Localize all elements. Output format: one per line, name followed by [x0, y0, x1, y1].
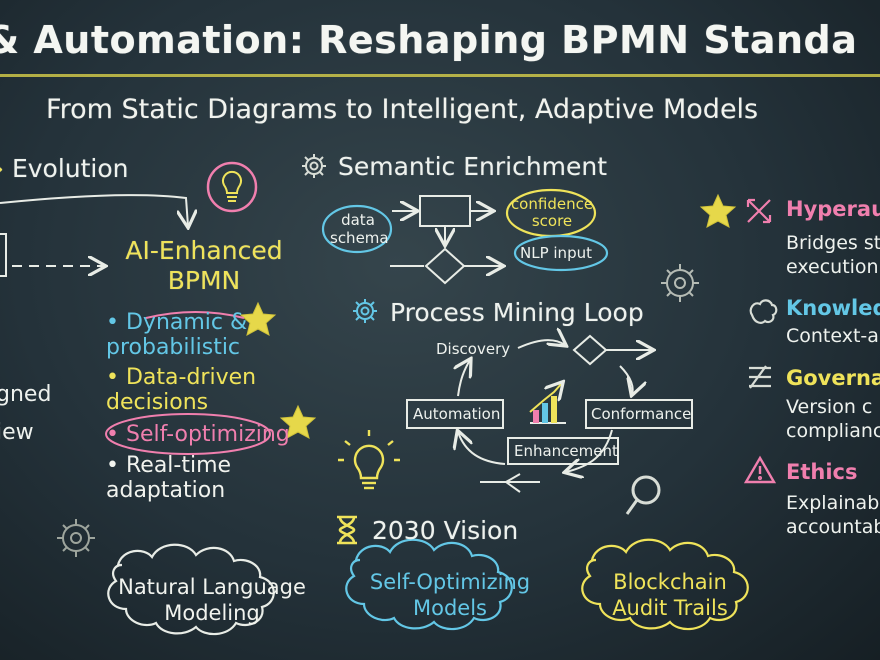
brain-icon: [749, 299, 778, 324]
arrow-right-icon: ›: [0, 154, 4, 183]
gear-icon: [302, 154, 326, 178]
knowledge-desc-1: Context-a: [786, 325, 879, 347]
self-optimizing-highlight: [105, 413, 271, 455]
ethics-desc-1: Explainab: [786, 492, 880, 514]
enhancement-box: [507, 437, 619, 465]
cloud-blockchain: Blockchain Audit Trails: [612, 570, 728, 620]
bullet-real-time: • Real-time adaptation: [106, 453, 232, 503]
cloud-natural-language: Natural Language Modeling: [118, 575, 306, 625]
hyperautomation-desc-1: Bridges st: [786, 232, 880, 254]
semantic-heading: Semantic Enrichment: [338, 152, 608, 181]
bullet-data-driven: • Data-driven decisions: [106, 365, 257, 415]
lightbulb-icon: [338, 430, 400, 490]
evolution-arrow-top: [0, 194, 188, 226]
conformance-label: Conformance: [591, 405, 692, 423]
knowledge-title: Knowled: [786, 296, 880, 320]
gear-icon: [57, 519, 95, 557]
process-mining-heading: Process Mining Loop: [390, 298, 644, 327]
magnifier-icon: [625, 475, 661, 515]
page-title: & Automation: Reshaping BPMN Standa: [0, 18, 858, 62]
governance-title: Governa: [786, 366, 880, 390]
cloud-outline: [345, 538, 513, 631]
hyperautomation-icon: [746, 198, 772, 224]
bar-chart-icon: [529, 383, 566, 424]
governance-desc-1: Version c: [786, 396, 873, 418]
cloud-outline: [581, 538, 749, 631]
discovery-label: Discovery: [436, 340, 511, 358]
confidence-score-label: confidence score: [510, 195, 594, 230]
nlp-bubble: [513, 234, 609, 272]
mining-gateway: [572, 334, 608, 366]
evolution-heading: › Evolution: [0, 154, 129, 183]
enhancement-label: Enhancement: [514, 442, 618, 460]
governance-desc-2: complianc: [786, 420, 880, 442]
star-icon: [279, 404, 317, 439]
bullet-self-optimizing: • Self-optimizing: [106, 422, 290, 447]
cloud-outline: [107, 543, 275, 636]
ethics-title: Ethics: [786, 460, 858, 484]
vision-heading: 2030 Vision: [372, 516, 519, 545]
conformance-box: [585, 399, 693, 429]
automation-box: [406, 399, 504, 429]
nlp-input-label: NLP input: [520, 244, 592, 262]
data-schema-label: data schema: [330, 211, 389, 247]
bullet-dynamic: • Dynamic & probabilistic: [106, 310, 248, 360]
warning-icon: [743, 455, 777, 484]
left-fragment-2: iew: [0, 420, 34, 445]
page-subtitle: From Static Diagrams to Intelligent, Ada…: [46, 94, 759, 125]
governance-icon: [749, 365, 771, 389]
gear-icon: [353, 299, 377, 323]
ethics-desc-2: accountab: [786, 516, 880, 538]
semantic-gateway: [424, 247, 466, 285]
gear-icon: [661, 264, 699, 302]
star-icon: [239, 301, 277, 336]
hourglass-icon: [337, 515, 357, 545]
ai-enhanced-bpmn-title: AI-Enhanced BPMN: [125, 236, 283, 295]
data-schema-bubble: [321, 204, 393, 254]
title-underline: [0, 74, 880, 77]
automation-label: Automation: [413, 405, 501, 423]
star-icon: [699, 193, 737, 228]
hyperautomation-title: Hyperau: [786, 197, 880, 221]
evolution-box-fragment: [0, 233, 7, 277]
lightbulb-circle-icon: [206, 161, 258, 213]
semantic-task-box: [419, 195, 471, 227]
left-fragment-1: gned: [0, 382, 52, 407]
hyperautomation-desc-2: execution: [786, 256, 879, 278]
cloud-self-optimizing: Self-Optimizing Models: [369, 570, 531, 620]
